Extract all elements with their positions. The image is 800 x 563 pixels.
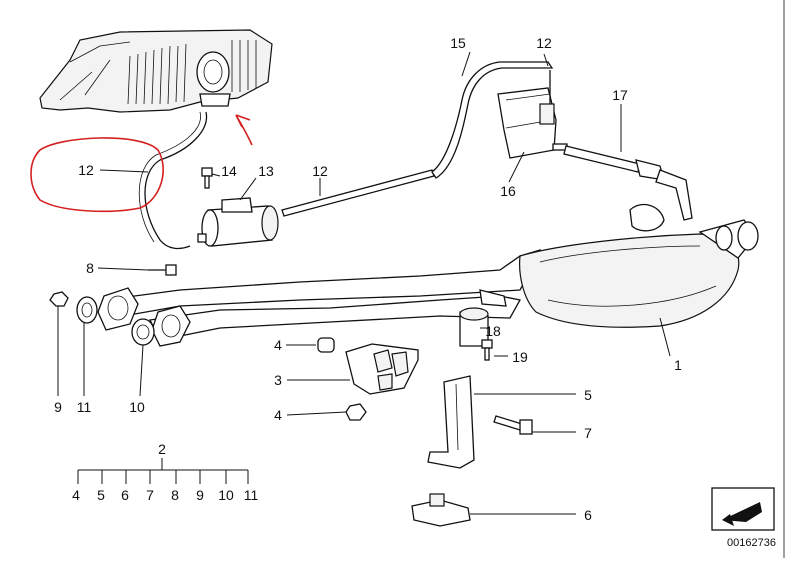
callout-14: 14 [221,163,237,179]
bracket-5 [427,375,475,469]
kit-item-5: 5 [97,487,105,503]
bracket-3 [345,343,419,395]
nut-4-bottom [345,403,367,421]
vacuum-hose-12-mid [281,169,435,217]
clamp-6 [411,493,471,527]
bolt-7 [493,415,533,435]
callout-13: 13 [258,163,274,179]
callout-18: 18 [485,323,501,339]
callout-10: 10 [129,399,145,415]
vacuum-hose-12-left [144,111,208,250]
callout-9: 9 [54,399,62,415]
solenoid-valve-16 [497,70,568,159]
callout-15: 15 [450,35,466,51]
callout-5: 5 [584,387,592,403]
rubber-buffer-4-top [317,337,335,353]
kit-item-10: 10 [218,487,234,503]
callout-2: 2 [158,441,166,457]
callout-3: 3 [274,372,282,388]
screw-14 [201,167,213,189]
callout-8: 8 [86,260,94,276]
kit-item-4: 4 [72,487,80,503]
callout-6: 6 [584,507,592,523]
bolt-19 [481,339,493,361]
kit-item-9: 9 [196,487,204,503]
callout-labels: 12 14 13 12 15 12 17 16 8 9 11 10 4 3 4 … [54,35,682,523]
kit-item-8: 8 [171,487,179,503]
vacuum-hose-15 [431,61,554,179]
callout-4-bottom: 4 [274,407,282,423]
kit-item-7: 7 [146,487,154,503]
red-circle-annotation [30,137,164,213]
callout-12-top: 12 [536,35,552,51]
orientation-arrow-icon [711,487,775,531]
red-arrow-head [235,114,251,128]
leader-lines [57,51,671,515]
diagram-code: 00162736 [727,537,776,549]
intake-manifold [39,29,273,113]
callout-17: 17 [612,87,628,103]
gasket-10 [131,318,155,346]
kit-item-11: 11 [244,487,259,503]
nut-9 [49,291,69,307]
callout-1: 1 [674,357,682,373]
callout-19: 19 [512,349,528,365]
gasket-11 [76,296,98,324]
callout-12-mid: 12 [312,163,328,179]
muffler-1 [519,203,759,328]
flange-front [97,287,191,347]
callout-4-top: 4 [274,337,282,353]
callout-7: 7 [584,425,592,441]
stud-8 [148,264,177,276]
kit-2-tree [77,458,249,484]
fuel-filter-canister [197,197,279,247]
callout-16: 16 [500,183,516,199]
callout-12-circled: 12 [78,162,94,178]
kit-item-6: 6 [121,487,129,503]
kit-2-items: 4 5 6 7 8 9 10 11 [72,487,258,503]
rubber-mount-18 [459,289,507,347]
callout-11: 11 [77,399,92,415]
sensor-17 [563,145,693,221]
